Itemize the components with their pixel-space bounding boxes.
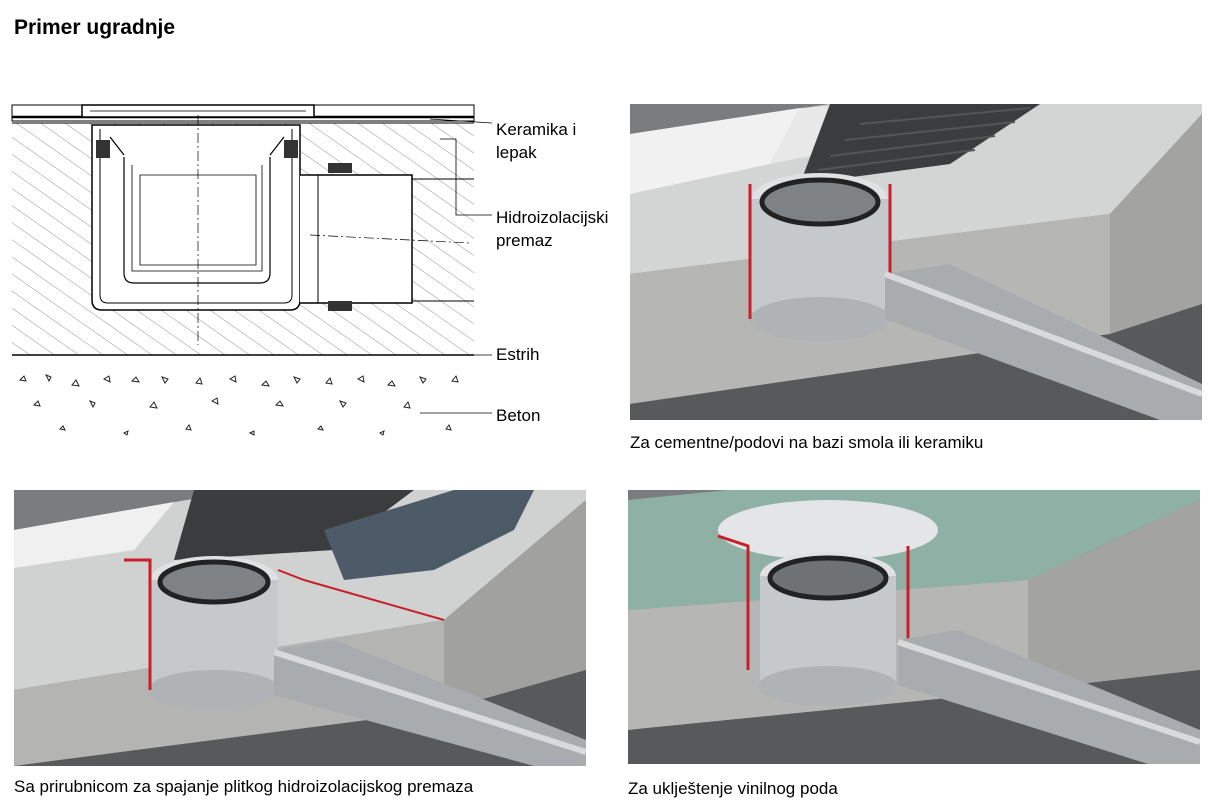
label-screed: Estrih	[496, 345, 540, 364]
caption-ceramic-floor: Za cementne/podovi na bazi smola ili ker…	[630, 433, 984, 452]
photo-vinyl-floor-clamp	[628, 490, 1200, 764]
cross-section-diagram	[0, 95, 620, 445]
render-vinyl-floor	[628, 490, 1200, 764]
photo-flange-waterproofing	[14, 490, 586, 766]
page-title: Primer ugradnje	[14, 16, 176, 39]
label-waterproofing: Hidroizolacijski premaz	[496, 208, 609, 250]
label-ceramic-adhesive: Keramika i lepak	[496, 120, 577, 162]
render-flange-waterproofing	[14, 490, 586, 766]
caption-vinyl-floor: Za uklještenje vinilnog poda	[628, 779, 838, 798]
label-concrete: Beton	[496, 406, 541, 425]
caption-flange-waterproofing: Sa prirubnicom za spajanje plitkog hidro…	[14, 777, 474, 796]
photo-ceramic-floor-drain	[630, 104, 1202, 420]
render-ceramic-floor	[630, 104, 1202, 420]
cross-section-drawing	[11, 104, 493, 436]
